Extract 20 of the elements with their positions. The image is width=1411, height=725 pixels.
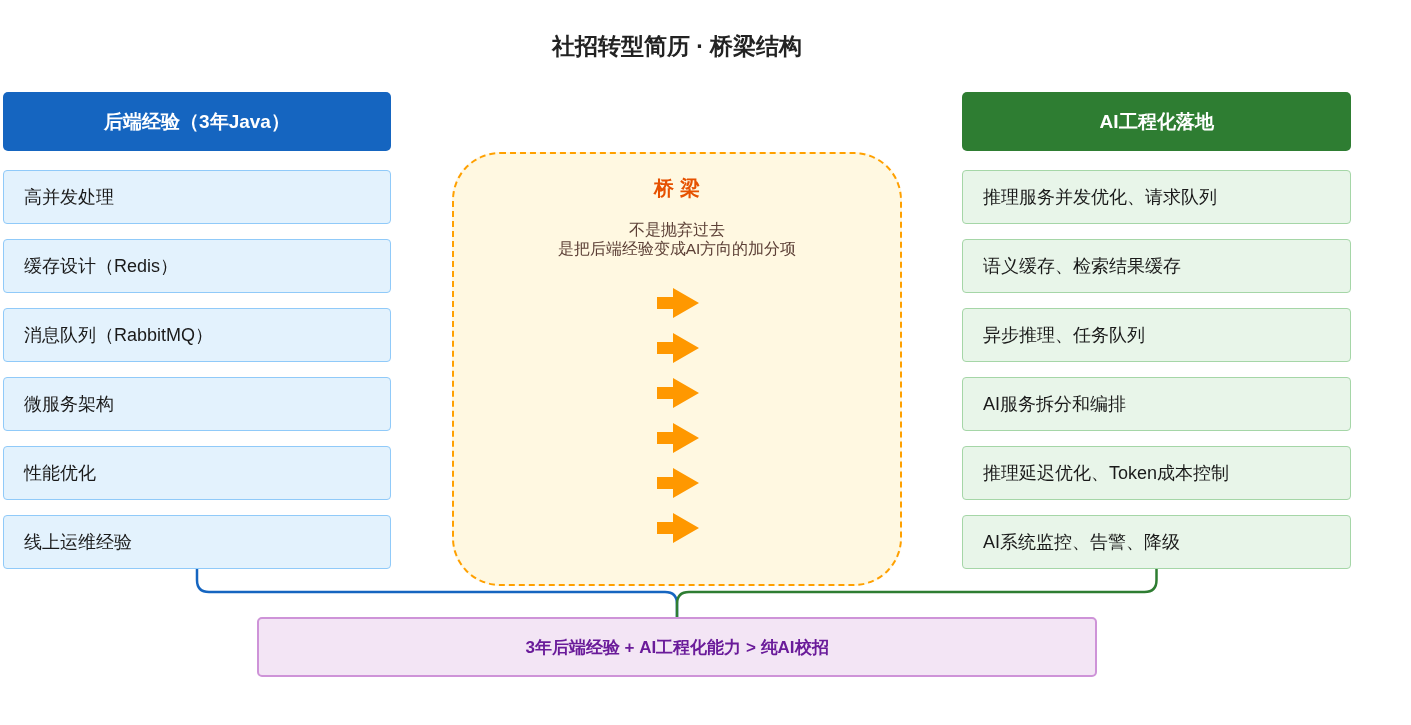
item-box: 高并发处理 xyxy=(3,170,391,224)
item-box: 消息队列（RabbitMQ） xyxy=(3,308,391,362)
item-box: 推理延迟优化、Token成本控制 xyxy=(962,446,1351,500)
item-box: 异步推理、任务队列 xyxy=(962,308,1351,362)
item-box: 缓存设计（Redis） xyxy=(3,239,391,293)
panel-text: 不是抛弃过去 xyxy=(629,220,725,239)
item-box: 微服务架构 xyxy=(3,377,391,431)
header-box: 后端经验（3年Java） xyxy=(3,92,391,151)
item-box: AI服务拆分和编排 xyxy=(962,377,1351,431)
item-box: AI系统监控、告警、降级 xyxy=(962,515,1351,569)
item-box: 性能优化 xyxy=(3,446,391,500)
item-box: 推理服务并发优化、请求队列 xyxy=(962,170,1351,224)
item-box: 线上运维经验 xyxy=(3,515,391,569)
dashed-panel xyxy=(452,152,902,586)
header-box: AI工程化落地 xyxy=(962,92,1351,151)
item-box: 语义缓存、检索结果缓存 xyxy=(962,239,1351,293)
title: 社招转型简历 · 桥梁结构 xyxy=(551,32,803,61)
panel-heading: 桥 梁 xyxy=(654,176,700,200)
panel-text: 是把后端经验变成AI方向的加分项 xyxy=(557,239,797,258)
summary-box: 3年后端经验 + AI工程化能力 > 纯AI校招 xyxy=(257,617,1097,677)
